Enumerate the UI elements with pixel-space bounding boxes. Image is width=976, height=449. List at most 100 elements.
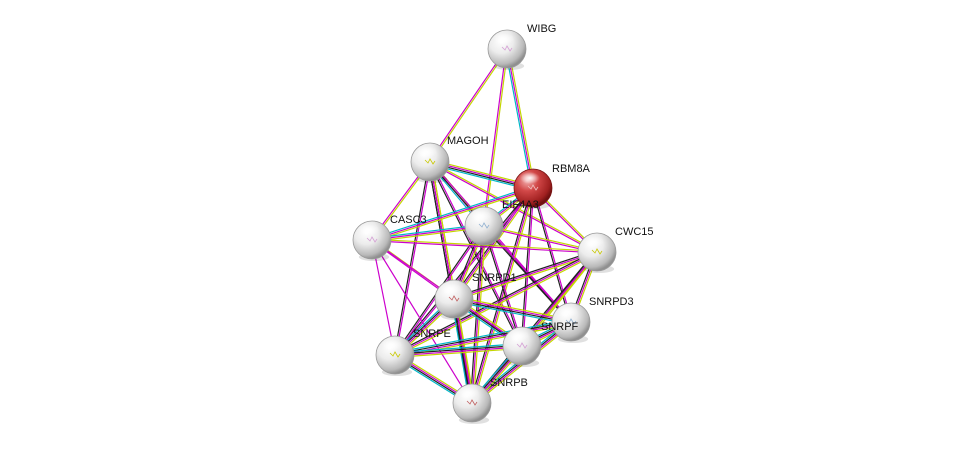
edge-snrpf-snrpe[interactable]: [394, 343, 523, 358]
edge-line-experiments: [394, 346, 523, 357]
node-highlight: [359, 224, 379, 236]
edge-line-experiments: [471, 187, 534, 404]
edge-wibg-eif4a3[interactable]: [482, 48, 509, 227]
structure-icon: [591, 248, 603, 255]
edge-rbm8a-snrpf[interactable]: [520, 187, 535, 347]
edge-line-experiments: [428, 47, 507, 163]
node-label: CASC3: [390, 214, 427, 226]
edge-line-textmining: [453, 296, 573, 321]
node-highlight: [459, 387, 479, 399]
edge-line-textmining: [394, 347, 523, 358]
edge-line-database: [452, 300, 572, 325]
edge-line-database: [394, 343, 523, 354]
node-snrpd1[interactable]: SNRPD1: [434, 272, 517, 320]
node-highlight: [509, 330, 529, 342]
node-label: SNRPF: [541, 321, 579, 333]
edge-line-experiments: [429, 162, 598, 254]
edge-line-experiments: [371, 239, 396, 356]
node-label: CWC15: [615, 226, 654, 238]
edge-magoh-snrpf[interactable]: [428, 161, 524, 347]
structure-icon: [501, 45, 513, 52]
node-rbm8a[interactable]: RBM8A: [513, 163, 591, 209]
edge-line-experiments: [453, 187, 534, 300]
edge-line-coexpression: [394, 320, 572, 355]
edge-rbm8a-casc3[interactable]: [370, 185, 535, 243]
edge-snrpd1-snrpd3[interactable]: [452, 296, 573, 325]
edge-line-experiments: [522, 187, 535, 347]
edge-line-experiments: [482, 48, 507, 227]
node-label: EIF4A3: [502, 199, 539, 211]
node-label: SNRPB: [490, 377, 528, 389]
edge-line-coexpression: [520, 187, 533, 347]
edge-line-coexpression: [452, 249, 598, 299]
node-snrpf[interactable]: SNRPF: [502, 321, 579, 367]
structure-icon: [389, 351, 401, 358]
edge-line-textmining: [430, 48, 509, 164]
node-highlight: [558, 306, 578, 318]
edge-cwc15-snrpd1[interactable]: [452, 249, 599, 302]
edge-line-coexpression: [531, 187, 571, 323]
node-highlight: [441, 283, 461, 295]
structure-icon: [565, 318, 577, 325]
edge-line-textmining: [472, 187, 536, 405]
node-magoh[interactable]: MAGOH: [410, 135, 489, 183]
edge-line-textmining: [507, 48, 536, 189]
edge-line-textmining: [484, 48, 509, 227]
edge-line-experiments: [453, 251, 598, 300]
edge-line-database: [504, 48, 533, 189]
edge-casc3-snrpe[interactable]: [371, 239, 396, 356]
edge-line-experiments: [430, 161, 524, 347]
edge-line-textmining: [371, 188, 535, 243]
structure-icon: [478, 222, 490, 229]
node-highlight: [382, 339, 402, 351]
node-casc3[interactable]: CASC3: [352, 214, 427, 261]
node-cwc15[interactable]: CWC15: [577, 226, 654, 273]
structure-icon: [424, 158, 436, 165]
edge-line-coexpression: [482, 225, 522, 347]
node-label: WIBG: [527, 23, 556, 35]
node-snrpb[interactable]: SNRPB: [452, 377, 528, 424]
edge-magoh-snrpe[interactable]: [393, 161, 432, 356]
edge-line-experiments: [395, 161, 432, 356]
edge-line-coexpression: [393, 249, 597, 355]
edge-rbm8a-snrpd3[interactable]: [531, 187, 573, 323]
edge-casc3-snrpb[interactable]: [371, 239, 473, 404]
node-label: SNRPE: [413, 328, 451, 340]
edge-magoh-cwc15[interactable]: [429, 160, 598, 254]
node-highlight: [417, 146, 437, 158]
node-wibg[interactable]: WIBG: [487, 23, 556, 70]
structure-icon: [366, 236, 378, 243]
edge-line-textmining: [453, 252, 599, 302]
edge-line-coexpression: [469, 186, 533, 404]
structure-icon: [516, 342, 528, 349]
edge-line-coexpression: [394, 344, 523, 355]
edge-line-database: [370, 185, 534, 240]
edge-line-experiments: [371, 240, 598, 254]
edge-line-experiments: [453, 297, 572, 322]
node-label: RBM8A: [552, 163, 591, 175]
node-highlight: [471, 210, 491, 222]
edge-wibg-magoh[interactable]: [428, 47, 509, 164]
edge-line-experiments: [506, 48, 534, 189]
structure-icon: [466, 399, 478, 406]
edge-wibg-rbm8a[interactable]: [504, 48, 536, 189]
edge-line-coexpression: [393, 161, 430, 356]
edge-line-experiments: [533, 187, 573, 323]
edge-rbm8a-snrpb[interactable]: [469, 186, 536, 405]
node-snrpd3[interactable]: SNRPD3: [551, 296, 634, 343]
edge-line-database: [393, 319, 572, 354]
edge-line-experiments: [371, 239, 473, 404]
structure-icon: [448, 295, 460, 302]
edge-line-experiments: [394, 251, 598, 356]
node-highlight: [494, 33, 514, 45]
edge-line-textmining: [472, 225, 487, 404]
edge-line-coexpression: [428, 161, 522, 347]
node-highlight: [520, 172, 540, 184]
node-snrpe[interactable]: SNRPE: [375, 328, 451, 376]
node-label: SNRPD3: [589, 296, 634, 308]
node-eif4a3[interactable]: EIF4A3: [464, 199, 539, 247]
edge-line-textmining: [454, 188, 535, 301]
node-label: MAGOH: [447, 135, 489, 147]
node-label: SNRPD1: [472, 272, 517, 284]
node-highlight: [584, 236, 604, 248]
